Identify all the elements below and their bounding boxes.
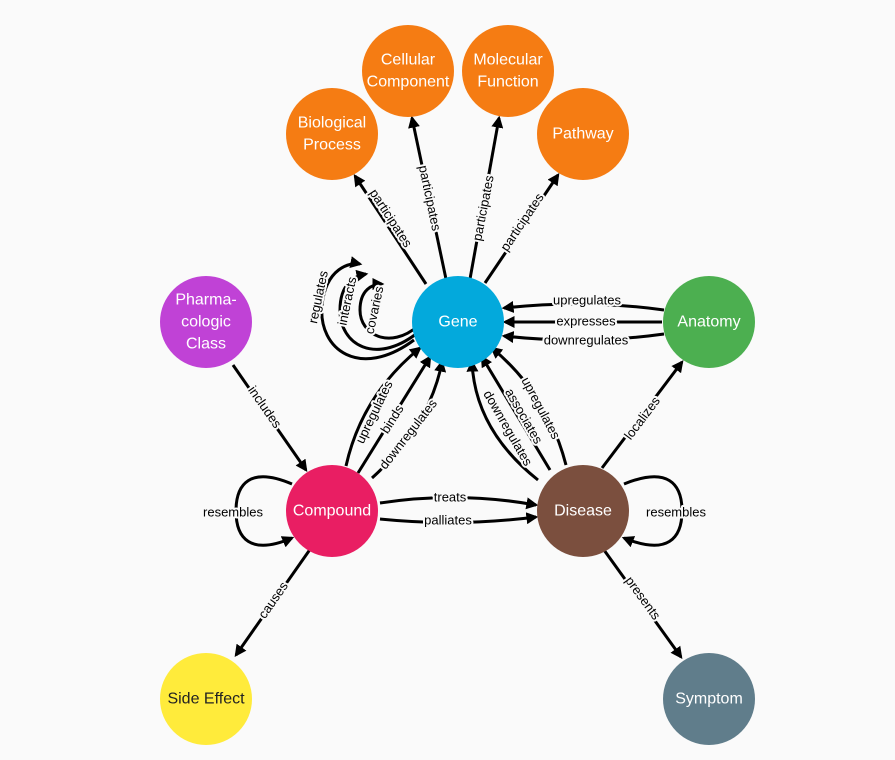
- node-circle: [537, 88, 629, 180]
- node-circle: [286, 88, 378, 180]
- node-circle: [160, 653, 252, 745]
- edge-label-compound-treats: treats: [434, 490, 467, 505]
- edge-labels: participates participates participates p…: [201, 162, 708, 625]
- node-label: Compound: [293, 503, 371, 520]
- edge-compound-resembles-loop: [234, 475, 295, 548]
- edges: [231, 115, 684, 659]
- edge-label-anatomy-expresses: expresses: [556, 314, 616, 329]
- node-disease[interactable]: Disease: [537, 465, 629, 557]
- node-circle: [362, 25, 454, 117]
- edge-label-compound-palliates: palliates: [424, 513, 472, 528]
- node-circle: [537, 465, 629, 557]
- node-compound[interactable]: Compound: [286, 465, 378, 557]
- node-circle: [160, 276, 252, 368]
- edge-label-disease-presents: presents: [622, 573, 664, 623]
- edge-pharmacologic-class-includes: [231, 364, 308, 472]
- edge-disease-presents: [602, 549, 683, 659]
- node-label: Cellular: [381, 52, 436, 69]
- edge-gene-molecular-function: [468, 115, 504, 280]
- edge-compound-treats: [379, 495, 539, 510]
- node-pathway[interactable]: Pathway: [537, 88, 629, 180]
- node-gene[interactable]: Gene: [412, 276, 504, 368]
- edge-label-anatomy-upregulates: upregulates: [553, 293, 621, 308]
- edge-label-gene-interacts: interacts: [335, 275, 360, 327]
- node-label: Process: [303, 137, 361, 154]
- edge-label-gene-pathway: participates: [497, 190, 547, 254]
- edge-label-gene-biological-process: participates: [367, 186, 416, 250]
- node-anatomy[interactable]: Anatomy: [663, 276, 755, 368]
- edge-label-gene-cellular-component: participates: [416, 164, 445, 233]
- edge-disease-localizes: [600, 360, 684, 469]
- node-label: cologic: [181, 314, 231, 331]
- node-circle: [412, 276, 504, 368]
- edge-gene-pathway: [483, 173, 560, 284]
- node-side-effect[interactable]: Side Effect: [160, 653, 252, 745]
- edge-compound-upregulates: [344, 346, 422, 467]
- edge-gene-covaries-loop: [358, 278, 419, 340]
- node-label: Symptom: [675, 691, 743, 708]
- edge-label-gene-molecular-function: participates: [469, 173, 497, 242]
- node-molecular-function[interactable]: Molecular Function: [462, 25, 554, 117]
- edge-anatomy-upregulates: [501, 300, 665, 313]
- edge-disease-resembles-loop: [621, 475, 684, 548]
- node-label: Pathway: [552, 126, 613, 143]
- node-symptom[interactable]: Symptom: [663, 653, 755, 745]
- node-circle: [663, 276, 755, 368]
- node-label: Component: [367, 74, 450, 91]
- edge-gene-biological-process: [353, 173, 428, 285]
- node-cellular-component[interactable]: Cellular Component: [362, 25, 454, 117]
- node-label: Biological: [298, 115, 366, 132]
- edge-label-gene-regulates: regulates: [305, 269, 331, 325]
- edge-compound-palliates: [379, 512, 539, 525]
- edge-gene-cellular-component: [408, 115, 448, 280]
- edge-compound-binds: [356, 354, 432, 474]
- edge-anatomy-downregulates: [501, 331, 665, 344]
- node-label: Pharma-: [175, 292, 236, 309]
- node-biological-process[interactable]: Biological Process: [286, 88, 378, 180]
- node-circle: [286, 465, 378, 557]
- edge-disease-upregulates: [490, 346, 568, 466]
- edge-label-compound-causes: causes: [255, 578, 291, 621]
- node-label: Function: [477, 74, 538, 91]
- edge-gene-regulates-loop: [320, 256, 415, 361]
- node-label: Disease: [554, 503, 612, 520]
- edge-label-pharmacologic-class-includes: includes: [245, 383, 285, 431]
- node-label: Anatomy: [677, 314, 740, 331]
- node-circle: [663, 653, 755, 745]
- edge-label-disease-localizes: localizes: [621, 393, 663, 442]
- edge-disease-associates: [480, 354, 552, 471]
- edge-compound-causes: [234, 547, 313, 657]
- edge-disease-downregulates: [466, 359, 539, 482]
- node-pharmacologic-class[interactable]: Pharma- cologic Class: [160, 276, 252, 368]
- node-label: Class: [186, 336, 226, 353]
- edge-compound-downregulates: [370, 359, 447, 480]
- node-label: Gene: [438, 314, 477, 331]
- edge-label-disease-resembles: resembles: [646, 505, 706, 520]
- edge-gene-interacts-loop: [338, 269, 417, 351]
- node-label: Molecular: [473, 52, 543, 69]
- node-circle: [462, 25, 554, 117]
- nodes: Biological Process Cellular Component Mo…: [160, 25, 755, 745]
- edge-label-compound-resembles: resembles: [203, 505, 263, 520]
- node-label: Side Effect: [167, 691, 245, 708]
- edge-label-anatomy-downregulates: downregulates: [544, 333, 629, 348]
